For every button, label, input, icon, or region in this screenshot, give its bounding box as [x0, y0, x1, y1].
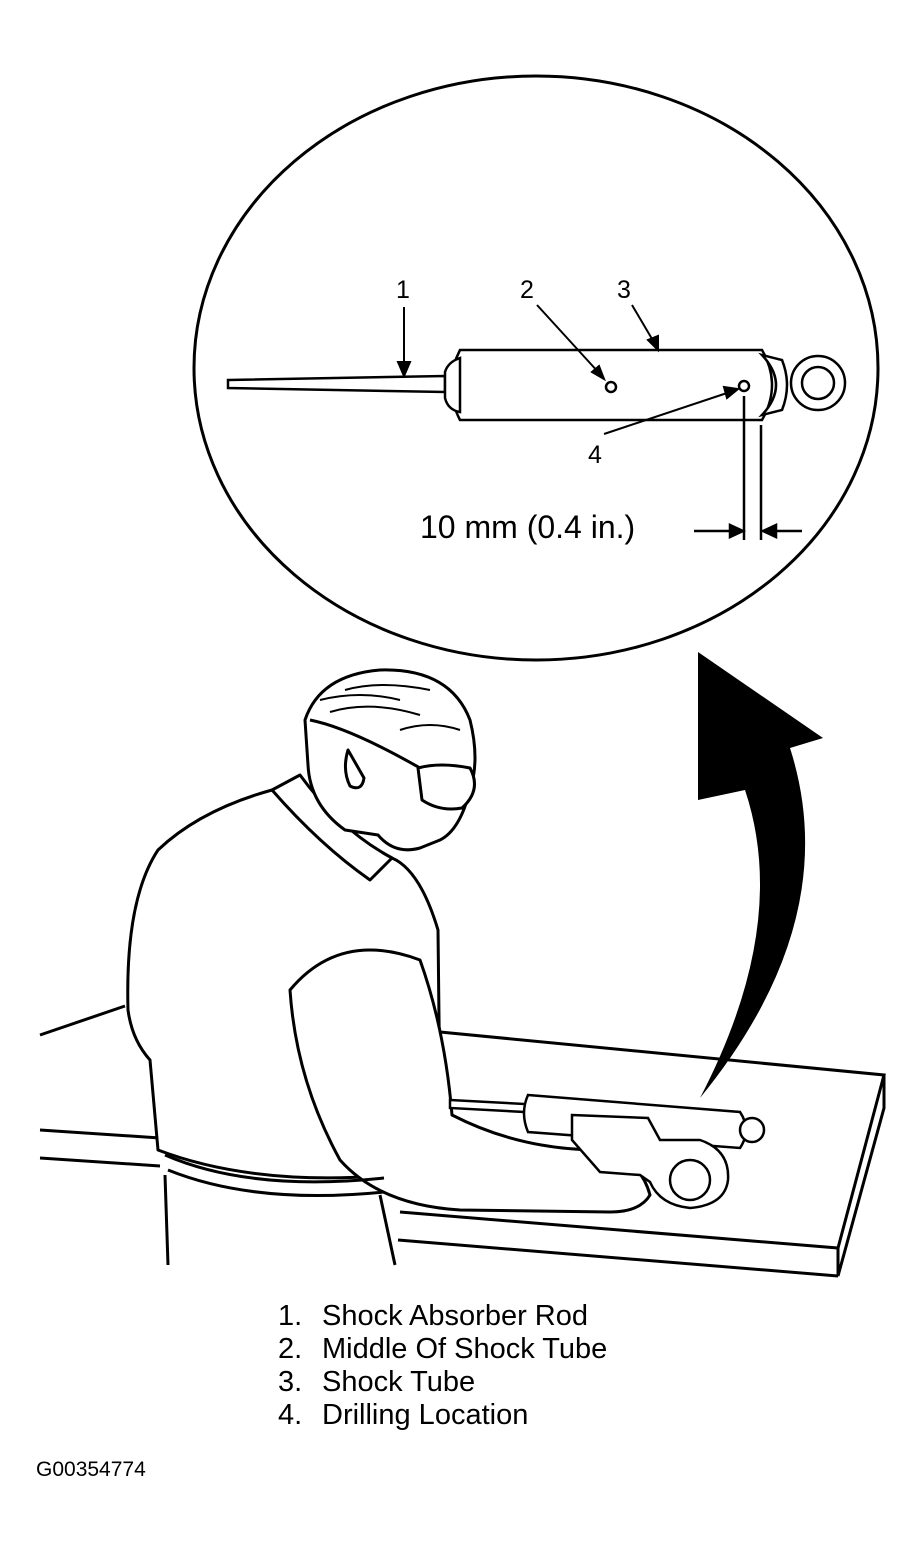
legend-label: Shock Tube: [322, 1366, 476, 1398]
technician: [126, 668, 652, 1266]
shock-eye-inner: [800, 365, 836, 401]
zoom-arrow: [698, 652, 823, 1098]
legend-label: Shock Absorber Rod: [322, 1300, 588, 1332]
legend-number: 4.: [278, 1399, 303, 1431]
legend-list: 1. Shock Absorber Rod 2. Middle Of Shock…: [278, 1300, 607, 1432]
leader-lines: [396, 304, 741, 435]
callout-1: 1: [396, 276, 410, 304]
technician-belt: [164, 1153, 385, 1198]
legend-number: 2.: [278, 1333, 303, 1365]
workbench: [39, 1004, 886, 1278]
callout-4: 4: [588, 441, 602, 469]
detail-view: 1 2 3 4 10 mm (0.4 in.): [192, 74, 880, 662]
legend-item: 3. Shock Tube: [278, 1366, 607, 1399]
dimension-marker: [694, 396, 802, 540]
technician-legs: [163, 1174, 397, 1266]
drill-chuck: [668, 1158, 712, 1202]
legend-label: Middle Of Shock Tube: [322, 1333, 608, 1365]
tube-middle-mark: [604, 380, 618, 394]
safety-goggles: [416, 763, 476, 811]
shock-tube-collar: [443, 356, 462, 414]
shock-end-cap: [758, 352, 789, 418]
technician-hair-lines: [319, 684, 461, 731]
legend-label: Drilling Location: [322, 1399, 529, 1431]
callout-3: 3: [617, 276, 631, 304]
safety-goggles-strap: [309, 718, 421, 770]
legend-item: 2. Middle Of Shock Tube: [278, 1333, 607, 1366]
shock-rod-detail: [226, 374, 447, 394]
legend-number: 3.: [278, 1366, 303, 1398]
shock-absorber-detail: [226, 348, 847, 422]
callout-2: 2: [520, 276, 534, 304]
technician-ear: [343, 748, 366, 790]
legend-number: 1.: [278, 1300, 303, 1332]
figure-id: G00354774: [36, 1458, 146, 1481]
bench-shock-absorber: [448, 1093, 766, 1210]
drill-hole-mark: [737, 379, 751, 393]
legend-item: 4. Drilling Location: [278, 1399, 607, 1432]
bench-shock-rod: [448, 1098, 527, 1114]
bench-shock-eye: [738, 1116, 766, 1144]
legend-item: 1. Shock Absorber Rod: [278, 1300, 607, 1333]
dimension-label: 10 mm (0.4 in.): [420, 509, 635, 545]
